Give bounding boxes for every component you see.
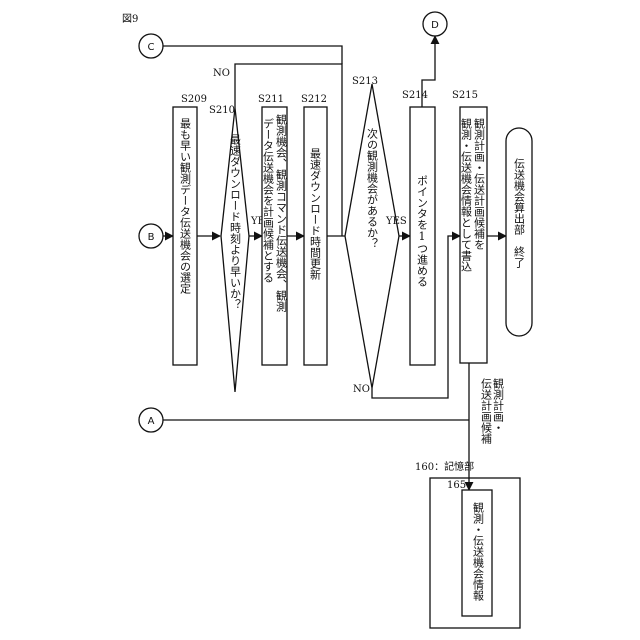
flow-label-2: 伝送計画候補 [480,378,493,445]
step-s211-text-2: データ伝送機会を計画候補とする [262,117,275,283]
step-s209-id: S209 [181,94,207,105]
connector-b-label: B [148,232,155,243]
step-s210-id: S210 [209,105,235,116]
step-s211-id: S211 [258,94,284,105]
connector-d: D [423,12,447,36]
storage-item-text: 観測・伝送機会情報 [472,501,485,602]
connector-a: A [139,408,163,432]
step-s214-id: S214 [402,90,428,101]
step-s212-id: S212 [301,94,327,105]
step-s211-text-1: 観測機会、観測コマンド伝送機会、観測 [275,113,288,313]
storage-item-id: 165 [447,480,466,491]
flow-label-1: 観測計画・ [492,377,505,433]
connector-c: C [139,34,163,58]
branch-s210-no: NO [213,68,230,79]
branch-s213-no: NO [353,384,370,395]
branch-s213-yes: YES [385,216,407,227]
end-text: 伝送機会算出部 終了 [513,158,526,268]
step-s215-text-1: 観測計画・伝送計画候補を [473,117,486,250]
step-s213-id: S213 [352,76,378,87]
connector-d-label: D [431,20,439,31]
step-s213-text: 次の観測機会があるか？ [366,127,379,249]
step-s212-text: 最速ダウンロード時間更新 [309,148,322,280]
step-s215-text-2: 観測・伝送機会情報として書込 [460,117,473,272]
edge-c [163,46,342,64]
step-s210-text: 最速ダウンロード時刻より早いか？ [229,134,242,310]
connector-b: B [139,224,163,248]
storage-label: 160：記憶部 [415,460,474,473]
connector-a-label: A [148,416,155,427]
step-s209-text: 最も早い観測データ伝送機会の選定 [179,118,192,295]
figure-label: 図9 [122,13,138,25]
connector-c-label: C [148,42,155,53]
step-s214-text: ポインタを1つ進める [416,175,429,287]
step-s215-id: S215 [452,90,478,101]
